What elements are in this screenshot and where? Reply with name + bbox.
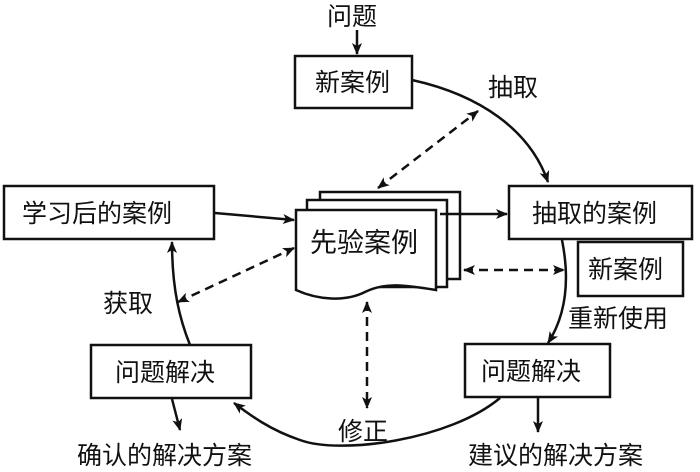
prior-cases-document-stack	[294, 190, 462, 300]
revise-arc	[233, 397, 501, 447]
retain-label: 获取	[103, 289, 153, 318]
problem-label: 问题	[327, 2, 377, 31]
retrieve-arc	[411, 78, 550, 183]
reuse-arc	[546, 239, 568, 344]
retain-arc	[167, 241, 192, 346]
new-case-top-box	[293, 54, 414, 110]
new-case-right-box	[576, 240, 685, 298]
new-case-top-label: 新案例	[315, 68, 390, 97]
solve-right-label: 问题解决	[481, 357, 581, 386]
retrieve-prior-dashed-arrow	[377, 110, 479, 189]
confirmed-solution-label: 确认的解决方案	[77, 441, 252, 470]
learned-case-box	[2, 184, 216, 241]
confirmed-solution-arrow	[170, 398, 183, 431]
new-case-right-label: 新案例	[588, 255, 663, 284]
reuse-label: 重新使用	[568, 304, 668, 333]
learned-to-prior-arrow	[214, 211, 295, 225]
suggested-solution-label: 建议的解决方案	[468, 441, 643, 470]
prior-cases-label: 先验案例	[310, 228, 418, 259]
prior-retain-dashed-arrow	[177, 246, 295, 304]
learned-case-label: 学习后的案例	[22, 199, 172, 228]
revise-label: 修正	[338, 417, 388, 446]
solve-right-box	[463, 342, 612, 399]
retrieved-case-box	[507, 184, 694, 241]
solve-left-box	[89, 343, 253, 400]
retrieve-label: 抽取	[488, 73, 538, 102]
solve-left-label: 问题解决	[115, 358, 215, 387]
retrieved-case-label: 抽取的案例	[532, 199, 657, 228]
